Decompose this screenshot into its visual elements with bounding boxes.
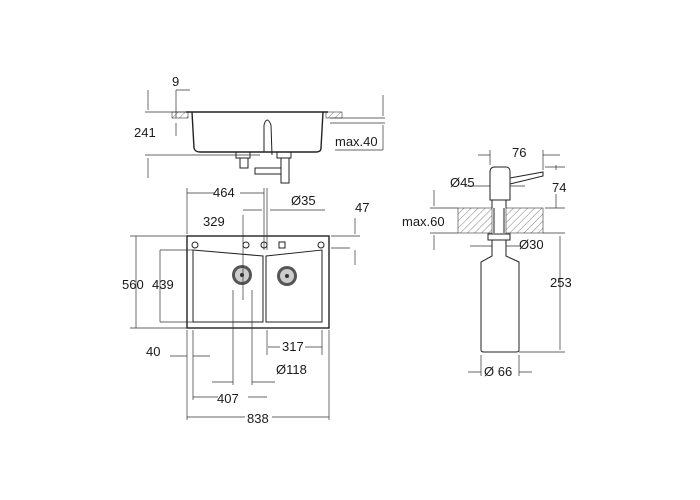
- dim-head-height: 74: [552, 180, 566, 195]
- dim-spout-reach: 76: [512, 145, 526, 160]
- bowls: [192, 249, 323, 323]
- plan-dimension-lines: [130, 188, 360, 420]
- button-icon: [278, 241, 286, 249]
- dim-tap-hole-diameter: Ø35: [291, 193, 316, 208]
- dim-317: 317: [282, 339, 304, 354]
- dim-shank-diameter: Ø30: [519, 237, 544, 252]
- dim-bottle-diameter: Ø 66: [484, 364, 512, 379]
- dim-depth: 241: [134, 125, 156, 140]
- dim-838: 838: [247, 411, 269, 426]
- waste-fittings: [235, 151, 292, 184]
- drain-right-icon: [277, 266, 297, 286]
- dim-rim-thickness: 9: [172, 74, 179, 89]
- overflow-pipe: [263, 119, 273, 156]
- soap-dispenser: 76 74 Ø45 max.60 Ø30 253 Ø 66: [402, 145, 572, 379]
- dim-464: 464: [213, 185, 235, 200]
- dispenser-head: [489, 166, 544, 208]
- sink-plan-view: 464 Ø35 329 47 560 439 40 317 Ø118 407 8…: [122, 185, 369, 426]
- hole-icon: [317, 241, 325, 249]
- sink-outline: [186, 235, 330, 329]
- dim-drain-diameter: Ø118: [276, 362, 307, 377]
- dispenser-dimension-lines: [430, 150, 565, 376]
- dispenser-bottle: [480, 208, 520, 353]
- dim-counter-thickness: max.60: [402, 214, 445, 229]
- sink-side-view: 9 241 max.40: [134, 74, 385, 184]
- dim-47: 47: [355, 200, 369, 215]
- hole-icon: [191, 241, 199, 249]
- dim-bottle-height: 253: [550, 275, 572, 290]
- dim-560: 560: [122, 277, 144, 292]
- side-dimension-lines: [145, 89, 385, 178]
- dim-head-diameter: Ø45: [450, 175, 475, 190]
- dim-counter-thickness: max.40: [335, 134, 378, 149]
- dim-40: 40: [146, 344, 160, 359]
- sink-profile: [186, 111, 328, 153]
- drain-left-icon: [232, 265, 252, 285]
- dim-407: 407: [217, 391, 239, 406]
- countertop-hatch-right: [325, 111, 343, 119]
- dim-439: 439: [152, 277, 174, 292]
- countertop-hatch-left: [171, 111, 189, 119]
- counter-hatch-right: [505, 207, 544, 234]
- hole-icon: [242, 241, 250, 249]
- counter-hatch-left: [457, 207, 493, 234]
- dim-329: 329: [203, 214, 225, 229]
